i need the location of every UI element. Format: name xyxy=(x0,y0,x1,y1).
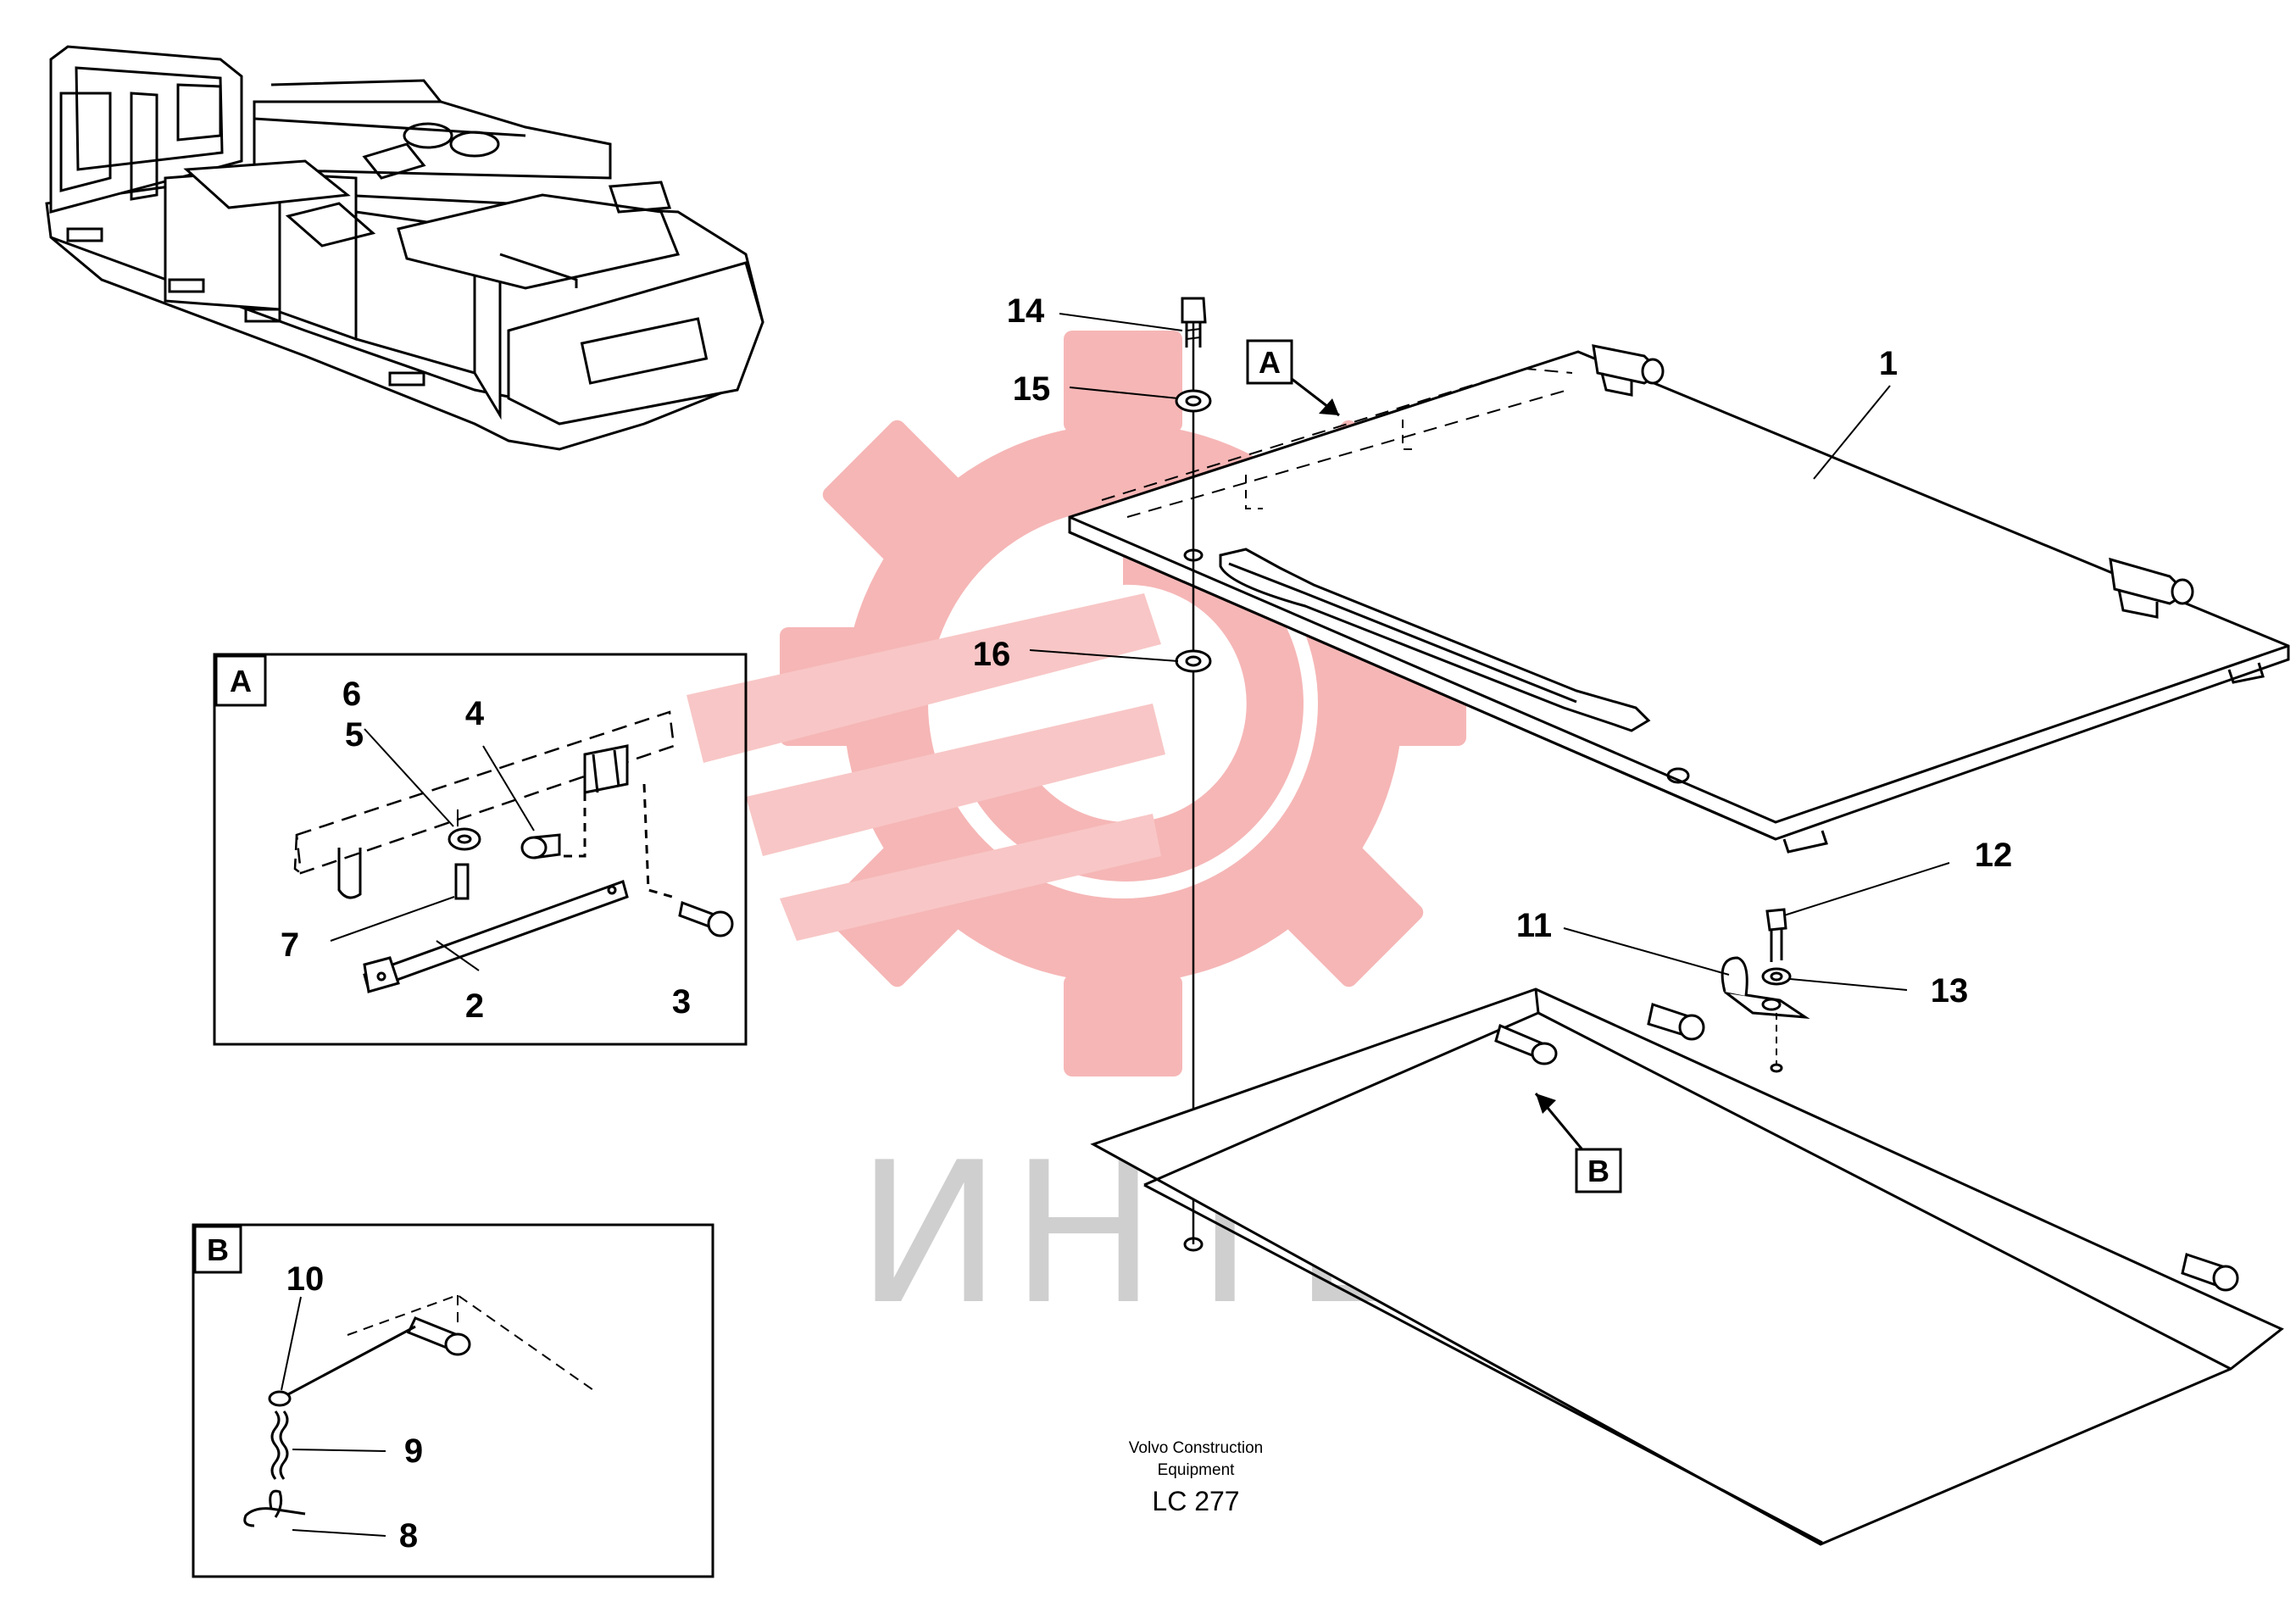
callout-6: 6 xyxy=(342,676,361,713)
callout-14: 14 xyxy=(1007,292,1045,330)
excavator-illustration xyxy=(45,45,764,451)
callout-10: 10 xyxy=(286,1260,325,1298)
caption-block: Volvo Construction Equipment LC 277 xyxy=(1129,1439,1263,1516)
detail-a-label: A xyxy=(230,664,252,698)
callout-8: 8 xyxy=(399,1517,418,1555)
detail-view-b: B 10 9 8 xyxy=(192,1223,714,1578)
detail-a-label-box xyxy=(214,654,267,707)
callout-11: 11 xyxy=(1516,907,1552,944)
hatch-cover-main-view xyxy=(1029,297,2290,1546)
callout-4: 4 xyxy=(465,695,485,732)
view-marker-a-box xyxy=(1246,339,1293,385)
caption-drawing-code: LC 277 xyxy=(1152,1486,1239,1516)
callout-13: 13 xyxy=(1931,972,1969,1010)
callout-1: 1 xyxy=(1879,345,1898,382)
caption-manufacturer-line2: Equipment xyxy=(1158,1461,1236,1479)
callout-7: 7 xyxy=(281,926,299,964)
callout-2: 2 xyxy=(465,987,484,1025)
detail-b-label: B xyxy=(207,1232,229,1267)
callout-12: 12 xyxy=(1975,837,2013,874)
callout-16: 16 xyxy=(973,636,1011,673)
callout-3: 3 xyxy=(672,983,691,1021)
watermark-gear-logo xyxy=(687,331,1466,1076)
callout-15: 15 xyxy=(1013,370,1051,408)
callout-5: 5 xyxy=(345,716,364,754)
view-marker-b-box xyxy=(1575,1148,1622,1193)
caption-manufacturer: Volvo Construction xyxy=(1129,1439,1263,1457)
detail-view-a: A xyxy=(213,653,748,1046)
view-marker-a: A xyxy=(1259,345,1281,380)
detail-b-label-box xyxy=(193,1225,242,1274)
view-marker-b: B xyxy=(1587,1154,1609,1188)
callout-9: 9 xyxy=(404,1432,423,1470)
